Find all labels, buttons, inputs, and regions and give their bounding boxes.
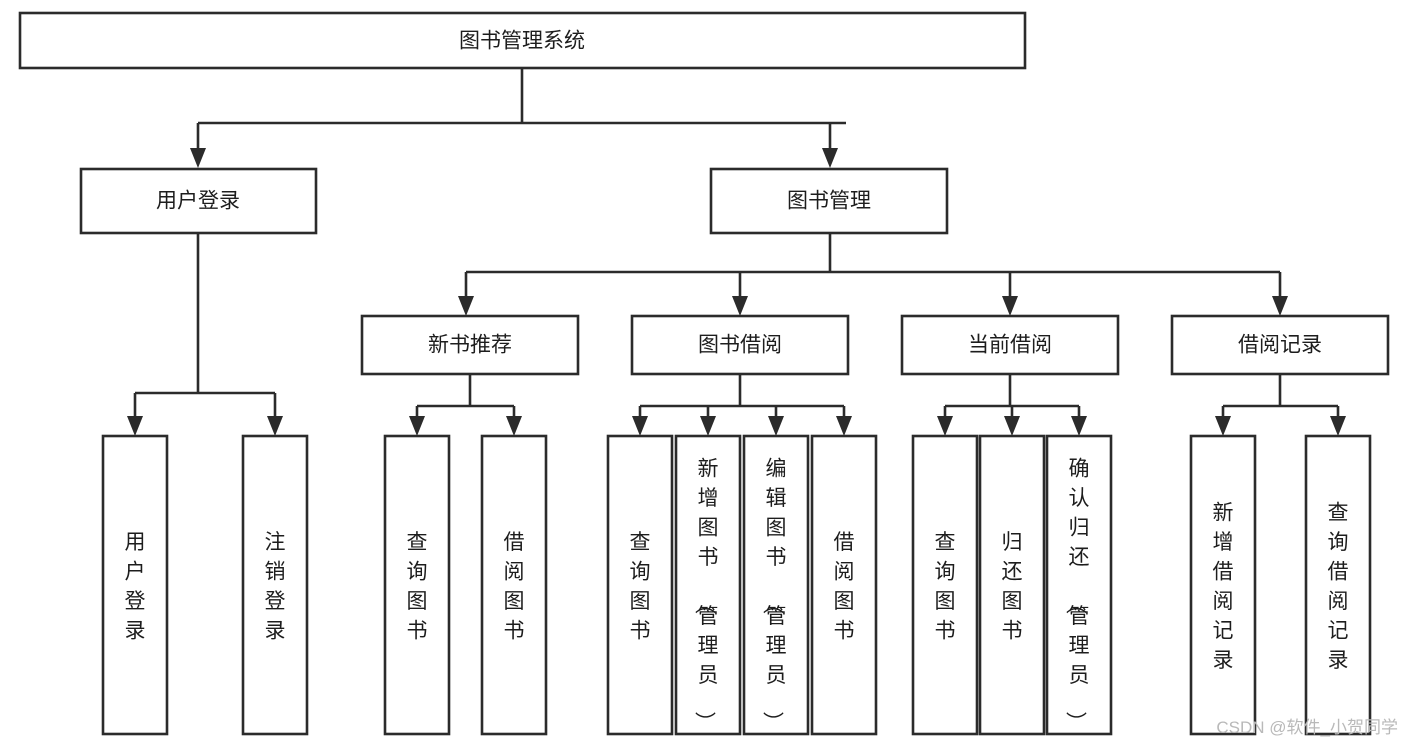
arrow-to-current-borrow (1002, 296, 1018, 316)
node-leaf-add-record-box[interactable] (1189, 434, 1257, 736)
arrow-to-leaf-query-book-3 (937, 416, 953, 436)
node-leaf-borrow-book-1-label: 借阅图书 (504, 531, 525, 643)
node-new-book-recommend-box[interactable] (360, 314, 580, 376)
node-leaf-add-record-label: 新增借阅记录 (1213, 502, 1234, 673)
node-leaf-return-book-label: 归还图书 (1002, 531, 1023, 643)
node-leaf-query-book-3-box[interactable] (911, 434, 979, 736)
connectors (127, 68, 1346, 436)
arrow-to-leaf-query-book-2 (632, 416, 648, 436)
node-leaf-return-book-box[interactable] (978, 434, 1046, 736)
node-current-borrow-box[interactable] (900, 314, 1120, 376)
node-new-book-recommend[interactable]: 新书推荐 (360, 314, 580, 376)
node-root[interactable]: 图书管理系统 (18, 11, 1027, 70)
arrow-to-leaf-borrow-book-2 (836, 416, 852, 436)
node-leaf-return-book[interactable]: 归还图书 (978, 434, 1046, 736)
node-book-manage[interactable]: 图书管理 (709, 167, 949, 235)
node-root-label: 图书管理系统 (459, 30, 585, 53)
arrow-to-book-borrow (732, 296, 748, 316)
node-user-login-box[interactable] (79, 167, 318, 235)
node-book-borrow[interactable]: 图书借阅 (630, 314, 850, 376)
arrow-to-borrow-record (1272, 296, 1288, 316)
node-leaf-add-book-box[interactable] (674, 434, 742, 736)
csdn-watermark: CSDN @软件_小贺同学 (1216, 718, 1398, 737)
arrow-to-leaf-add-record (1215, 416, 1231, 436)
node-leaf-user-login[interactable]: 用户登录 (101, 434, 169, 736)
arrow-root-to-book-manage (822, 148, 838, 168)
node-leaf-user-login-box[interactable] (101, 434, 169, 736)
node-leaf-query-record-label: 查询借阅记录 (1328, 502, 1349, 673)
node-leaf-borrow-book-1-box[interactable] (480, 434, 548, 736)
node-leaf-borrow-book-1[interactable]: 借阅图书 (480, 434, 548, 736)
node-leaf-edit-book-box[interactable] (742, 434, 810, 736)
node-leaf-confirm-return-label: 确认归还（管理员） (1064, 457, 1090, 732)
arrow-to-leaf-confirm-return (1071, 416, 1087, 436)
node-leaf-user-login-label: 用户登录 (125, 531, 146, 643)
node-borrow-record-label: 借阅记录 (1238, 334, 1322, 357)
arrow-to-leaf-return-book (1004, 416, 1020, 436)
node-leaf-query-record[interactable]: 查询借阅记录 (1304, 434, 1372, 736)
arrow-to-leaf-user-login (127, 416, 143, 436)
node-leaf-confirm-return[interactable]: 确认归还（管理员） (1045, 434, 1113, 736)
node-leaf-query-book-1[interactable]: 查询图书 (383, 434, 451, 736)
arrow-to-leaf-query-record (1330, 416, 1346, 436)
node-borrow-record[interactable]: 借阅记录 (1170, 314, 1390, 376)
node-leaf-logout-login-label: 注销登录 (265, 531, 286, 643)
arrow-to-leaf-borrow-book-1 (506, 416, 522, 436)
node-book-borrow-box[interactable] (630, 314, 850, 376)
node-leaf-borrow-book-2[interactable]: 借阅图书 (810, 434, 878, 736)
node-leaf-confirm-return-box[interactable] (1045, 434, 1113, 736)
node-leaf-query-book-3[interactable]: 查询图书 (911, 434, 979, 736)
node-book-borrow-label: 图书借阅 (698, 334, 782, 357)
node-leaf-query-book-2[interactable]: 查询图书 (606, 434, 674, 736)
node-user-login-label: 用户登录 (156, 190, 240, 213)
node-leaf-borrow-book-2-box[interactable] (810, 434, 878, 736)
node-current-borrow-label: 当前借阅 (968, 334, 1052, 357)
arrow-to-leaf-add-book (700, 416, 716, 436)
node-borrow-record-box[interactable] (1170, 314, 1390, 376)
node-leaf-query-book-1-label: 查询图书 (407, 531, 428, 643)
node-leaf-add-book-label: 新增图书（管理员） (693, 457, 719, 732)
arrow-root-to-user-login (190, 148, 206, 168)
node-leaf-query-book-2-label: 查询图书 (630, 531, 651, 643)
arrow-to-leaf-edit-book (768, 416, 784, 436)
arrow-to-new-book-recommend (458, 296, 474, 316)
node-current-borrow[interactable]: 当前借阅 (900, 314, 1120, 376)
node-leaf-query-book-3-label: 查询图书 (935, 531, 956, 643)
arrow-to-leaf-logout-login (267, 416, 283, 436)
node-leaf-query-book-1-box[interactable] (383, 434, 451, 736)
node-leaf-logout-login[interactable]: 注销登录 (241, 434, 309, 736)
node-leaf-edit-book-label: 编辑图书（管理员） (761, 457, 787, 732)
node-leaf-query-book-2-box[interactable] (606, 434, 674, 736)
node-leaf-query-record-box[interactable] (1304, 434, 1372, 736)
node-leaf-add-book[interactable]: 新增图书（管理员） (674, 434, 742, 736)
node-user-login[interactable]: 用户登录 (79, 167, 318, 235)
node-new-book-recommend-label: 新书推荐 (428, 334, 512, 357)
node-leaf-borrow-book-2-label: 借阅图书 (834, 531, 855, 643)
arrow-to-leaf-query-book-1 (409, 416, 425, 436)
node-leaf-add-record[interactable]: 新增借阅记录 (1189, 434, 1257, 736)
node-leaf-logout-login-box[interactable] (241, 434, 309, 736)
node-leaf-edit-book[interactable]: 编辑图书（管理员） (742, 434, 810, 736)
node-book-manage-box[interactable] (709, 167, 949, 235)
node-book-manage-label: 图书管理 (787, 190, 871, 213)
node-root-box[interactable] (18, 11, 1027, 70)
